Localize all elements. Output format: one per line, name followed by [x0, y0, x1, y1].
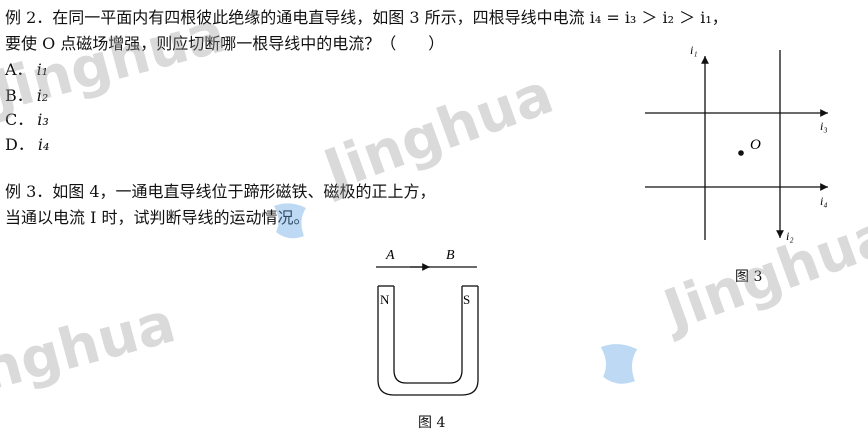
watermark-logo-2 [600, 344, 638, 384]
option-d: D．i₄ [5, 135, 49, 155]
label-o: O [750, 137, 761, 153]
question3-line2: 当通以电流 I 时，试判断导线的运动情况。 [5, 208, 310, 227]
option-c-value: i₃ [37, 110, 49, 129]
option-a-value: i₁ [36, 60, 49, 79]
label-i4: i₄ [820, 194, 828, 208]
option-b-value: i₂ [36, 86, 49, 105]
watermark-text-3: Jinghua [0, 290, 182, 415]
option-d-value: i₄ [37, 135, 50, 154]
label-s: S [463, 292, 470, 307]
label-n: N [380, 292, 390, 307]
option-a-letter: A． [5, 60, 33, 79]
figure3-caption: 图 3 [735, 269, 763, 285]
watermark-logo-1 [274, 203, 306, 239]
question3-line1: 例 3．如图 4，一通电直导线位于蹄形磁铁、磁极的正上方， [5, 182, 436, 201]
option-d-letter: D． [5, 135, 34, 154]
label-i3: i₃ [820, 119, 828, 133]
label-b: B [446, 248, 455, 263]
question2-line1: 例 2．在同一平面内有四根彼此绝缘的通电直导线，如图 3 所示，四根导线中电流 … [5, 8, 728, 27]
option-b: B．i₂ [5, 86, 48, 106]
watermark-text-2: Jinghua [316, 61, 562, 204]
option-b-letter: B． [5, 86, 33, 105]
magnet-outer [377, 286, 479, 396]
option-c-letter: C． [5, 110, 34, 129]
option-c: C．i₃ [5, 110, 49, 130]
figure4-diagram: A B N S [376, 248, 479, 396]
magnet-inner [393, 286, 463, 384]
figure3-diagram: O i₁ i₂ i₃ i₄ [645, 43, 828, 243]
point-o [738, 150, 744, 156]
question2-line2: 要使 O 点磁场增强，则应切断哪一根导线中的电流？（ ） [5, 34, 445, 53]
figure4-caption: 图 4 [418, 415, 446, 431]
label-a: A [385, 248, 395, 263]
label-i1: i₁ [690, 43, 698, 57]
label-i2: i₂ [786, 229, 794, 243]
option-a: A．i₁ [5, 60, 48, 80]
